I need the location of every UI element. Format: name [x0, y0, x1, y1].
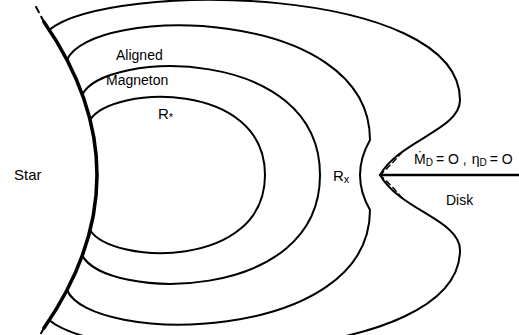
- radius-symbol: R: [158, 106, 169, 121]
- symbol-subscript: D: [426, 158, 433, 168]
- field-line: [82, 66, 320, 284]
- field-line: [67, 25, 370, 324]
- resistivity-symbol: η: [472, 152, 480, 166]
- equation-text: = O: [490, 152, 513, 166]
- star-dashed-edge: [40, 328, 44, 335]
- star-label: Star: [14, 167, 42, 182]
- star-surface: [44, 22, 97, 328]
- radius-subscript: x: [344, 174, 350, 185]
- dashed-field-line: [380, 175, 404, 200]
- region-label: Magneton: [106, 73, 168, 87]
- field-line: [90, 97, 265, 253]
- disk-label: Disk: [446, 193, 473, 207]
- accretion-rate-symbol: Ṁ: [414, 152, 426, 166]
- radius-symbol: R: [333, 168, 344, 183]
- radius-subscript: *: [169, 112, 173, 123]
- dashed-field-line: [380, 150, 404, 175]
- field-line: [49, 0, 460, 335]
- equation-text: = O ,: [436, 152, 467, 166]
- star-dashed-edge: [34, 3, 44, 22]
- disk-plane: [380, 174, 519, 177]
- region-label: Aligned: [116, 48, 163, 62]
- symbol-subscript: D: [479, 158, 486, 168]
